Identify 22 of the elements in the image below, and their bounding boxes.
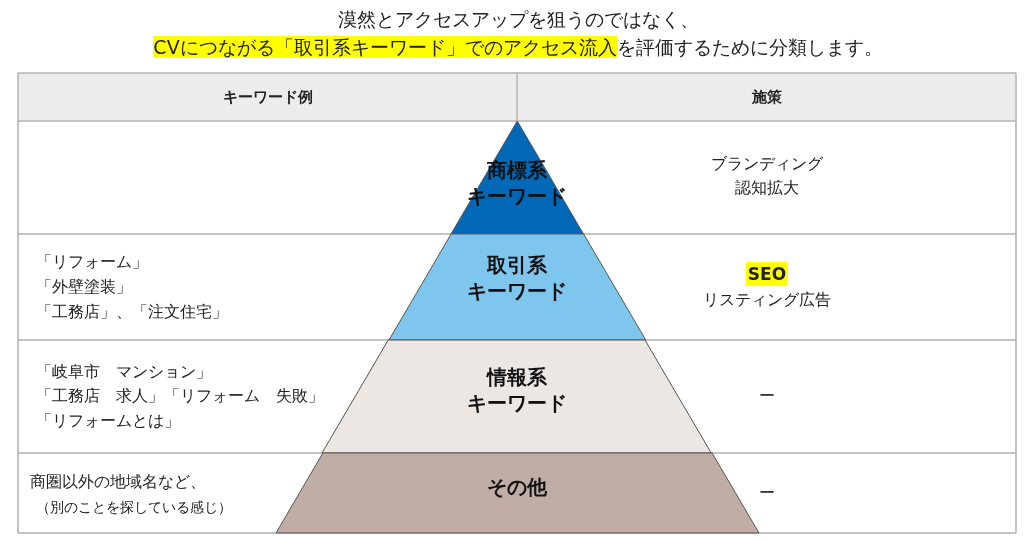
table-header-cell: 施策	[518, 74, 1015, 120]
cell-text: リスティング広告	[702, 289, 832, 311]
cell-text: ブランディング	[710, 153, 824, 175]
highlighted-text: CVにつながる「取引系キーワード」でのアクセス流入	[153, 36, 617, 58]
highlighted-text: SEO	[745, 262, 789, 286]
title: 漠然とアクセスアップを狙うのではなく、	[336, 7, 700, 32]
cell-text: 「岐阜市 マンション」	[36, 361, 212, 383]
table-header-cell: キーワード例	[19, 74, 516, 120]
cell-text: 「工務店」、「注文住宅」	[36, 301, 228, 323]
pyramid-tier: 情報系 キーワード	[322, 340, 712, 453]
cell-text: 「リフォームとは」	[36, 410, 180, 432]
cell-text: 商圏以外の地域名など、	[30, 471, 206, 493]
cell-text: ー	[758, 482, 776, 504]
cell-text: 「外壁塗装」	[36, 276, 132, 298]
cell-text: 「リフォーム」	[36, 251, 148, 273]
cell-text: 「工務店 求人」「リフォーム 失敗」	[36, 385, 324, 407]
title-text: を評価するために分類します。	[616, 36, 883, 58]
cell-text: ー	[758, 385, 776, 407]
cell-text: 認知拡大	[734, 177, 800, 199]
cell-text: （別のことを探している感じ）	[36, 498, 232, 517]
pyramid-tier: 取引系 キーワード	[388, 234, 646, 340]
pyramid-tier: その他	[275, 453, 759, 533]
